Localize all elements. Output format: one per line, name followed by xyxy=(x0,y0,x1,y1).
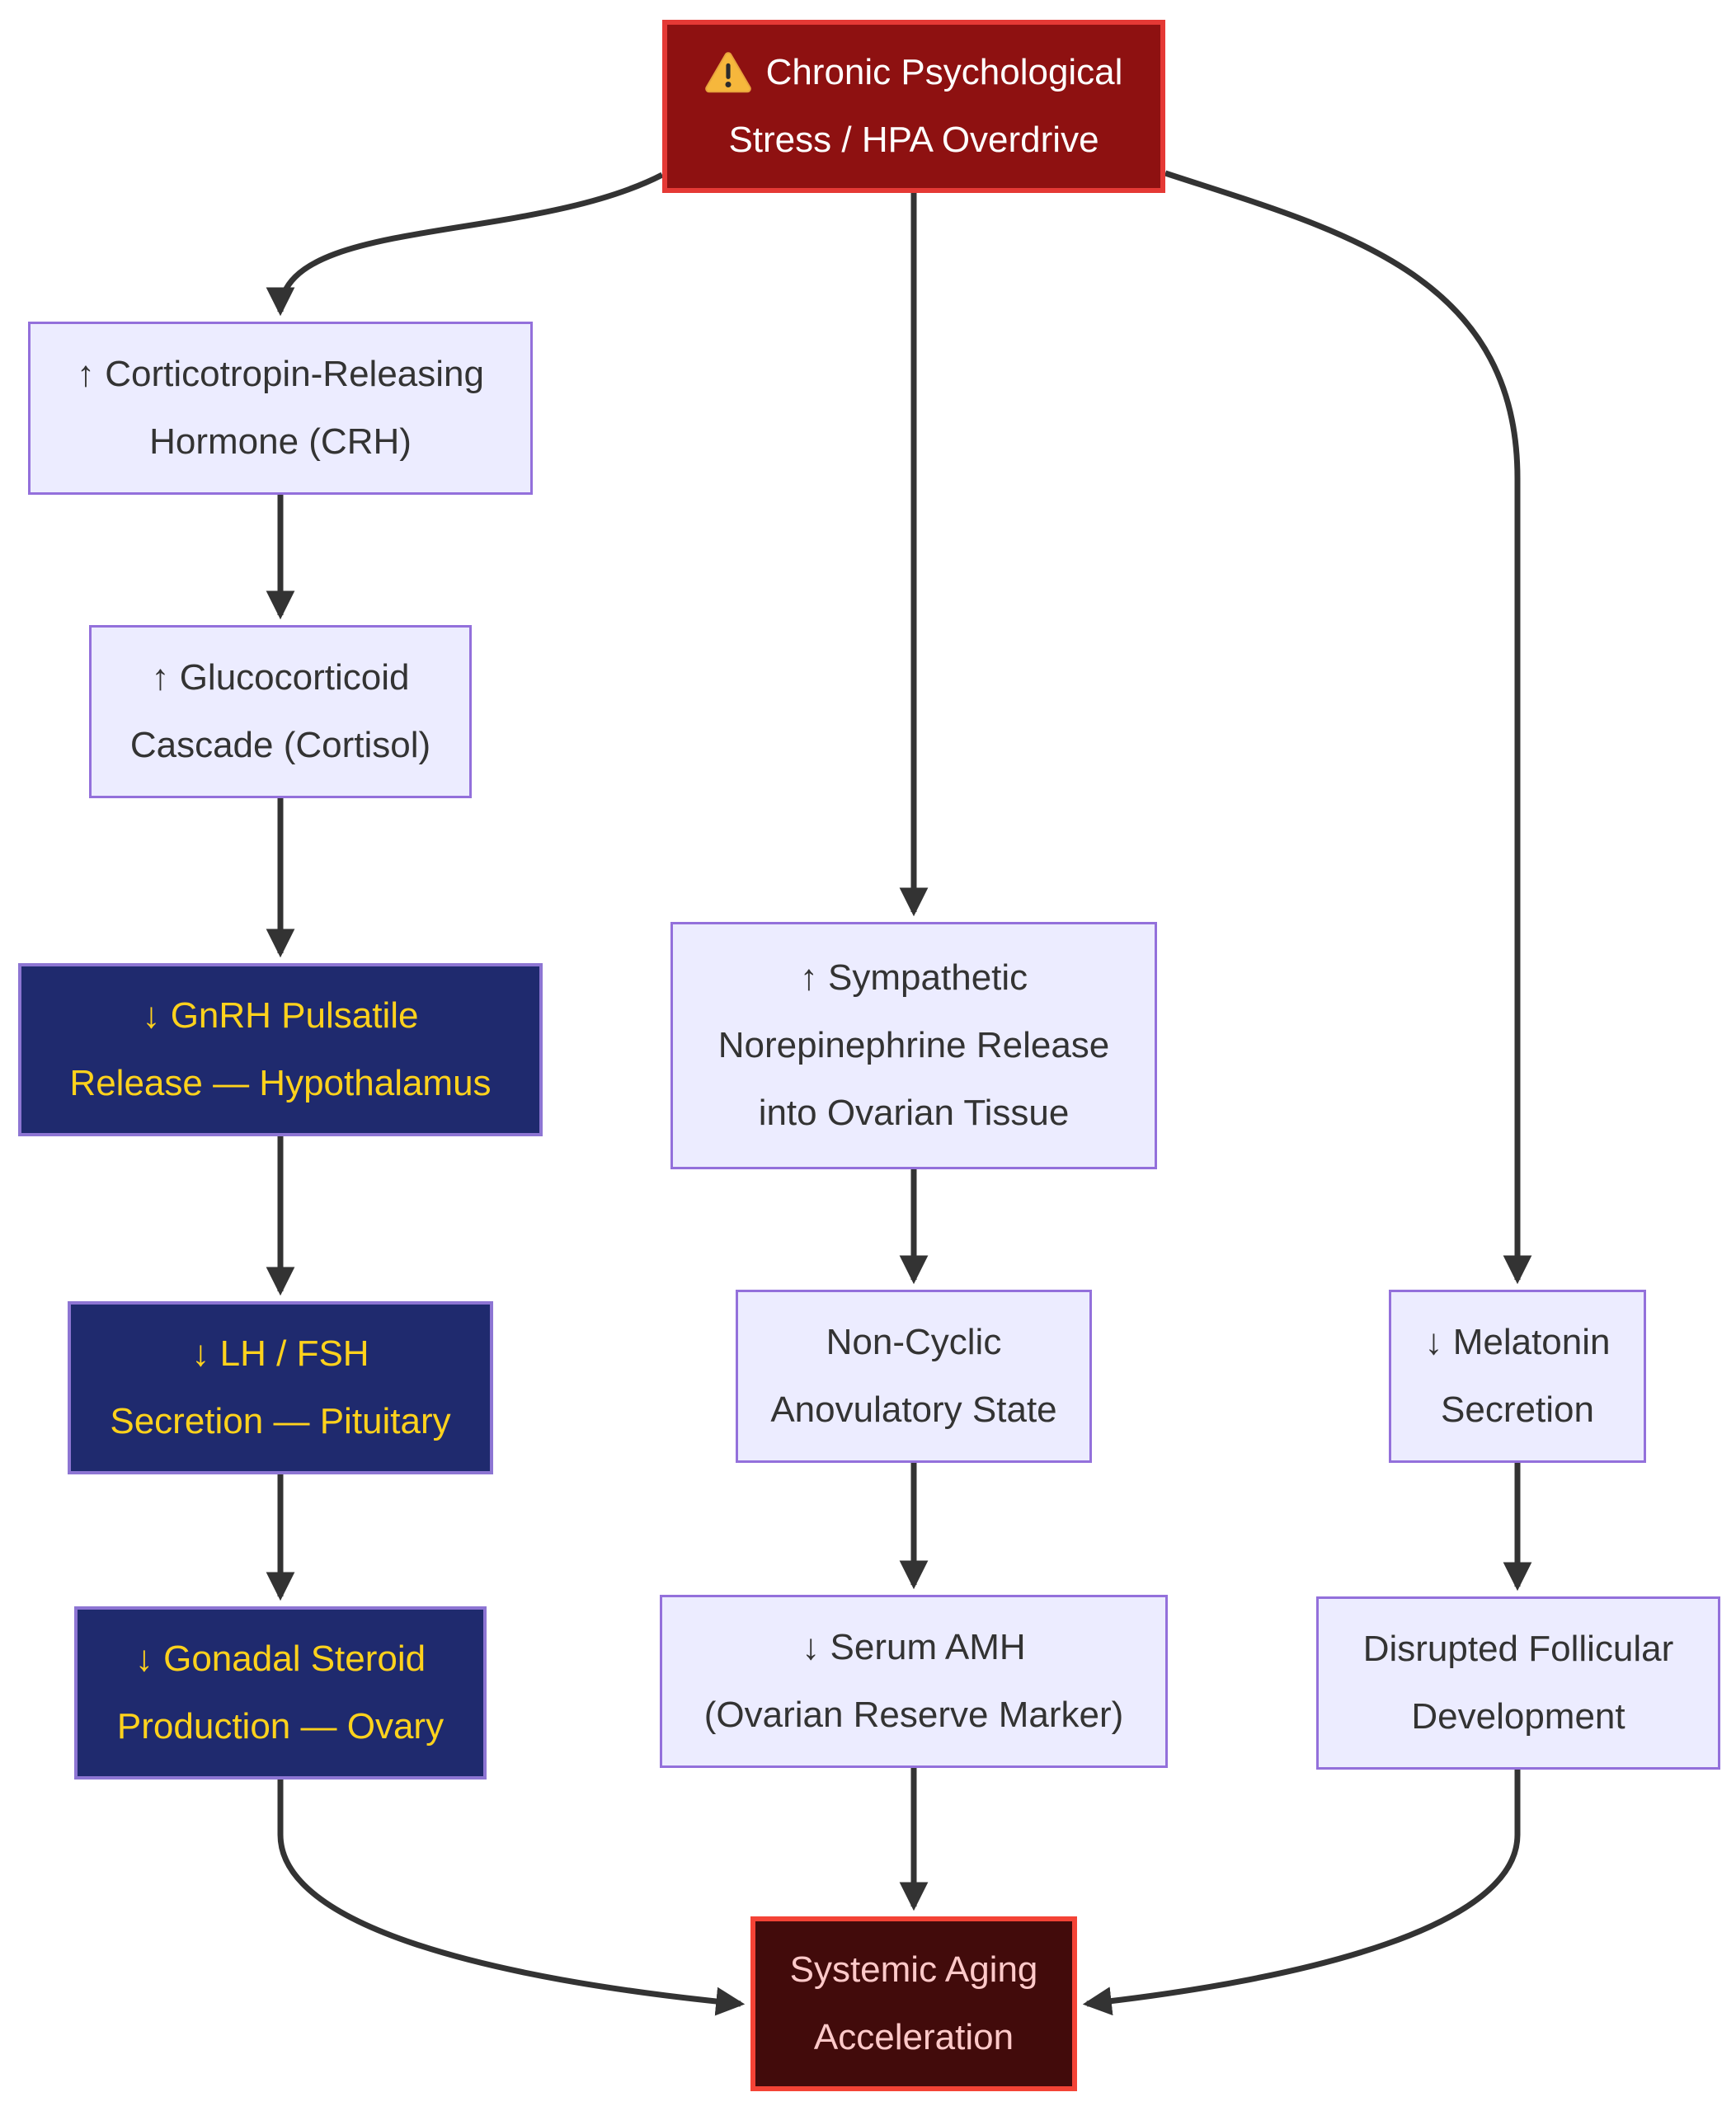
node-label: Non-Cyclic xyxy=(826,1322,1002,1362)
node-sympathetic: ↑ Sympathetic Norepinephrine Release int… xyxy=(670,922,1157,1169)
node-label: ↓ Gonadal Steroid xyxy=(134,1638,426,1679)
node-label: Disrupted Follicular xyxy=(1362,1629,1674,1669)
edge-stress-to-crh xyxy=(266,172,664,317)
node-label: Development xyxy=(1411,1696,1625,1737)
node-gonadal-steroid: ↓ Gonadal Steroid Production — Ovary xyxy=(74,1606,487,1780)
node-follicular: Disrupted Follicular Development xyxy=(1316,1596,1720,1770)
node-lh-fsh: ↓ LH / FSH Secretion — Pituitary xyxy=(68,1301,493,1474)
node-anovulatory: Non-Cyclic Anovulatory State xyxy=(736,1290,1092,1463)
node-label: Acceleration xyxy=(813,2017,1014,2057)
node-glucocorticoid: ↑ Glucocorticoid Cascade (Cortisol) xyxy=(89,625,472,798)
node-label: Norepinephrine Release xyxy=(717,1025,1110,1065)
warning-icon xyxy=(704,52,751,93)
node-label: ↑ Sympathetic xyxy=(799,957,1028,998)
node-melatonin: ↓ Melatonin Secretion xyxy=(1389,1290,1646,1463)
node-label: Hormone (CRH) xyxy=(149,421,412,462)
edge-stress-to-melatonin xyxy=(1164,170,1532,1285)
node-label: ↑ Corticotropin-Releasing xyxy=(77,354,484,394)
node-label: Anovulatory State xyxy=(770,1389,1057,1430)
node-systemic-aging: Systemic Aging Acceleration xyxy=(750,1916,1077,2091)
node-label: ↑ Glucocorticoid xyxy=(151,657,410,698)
node-label: Cascade (Cortisol) xyxy=(129,725,431,765)
node-serum-amh: ↓ Serum AMH (Ovarian Reserve Marker) xyxy=(660,1595,1168,1768)
node-label: ↓ Melatonin xyxy=(1424,1322,1611,1362)
node-label: Systemic Aging xyxy=(789,1949,1038,1990)
node-label: Production — Ovary xyxy=(116,1706,445,1747)
node-crh: ↑ Corticotropin-Releasing Hormone (CRH) xyxy=(28,322,533,495)
node-label: (Ovarian Reserve Marker) xyxy=(703,1695,1124,1735)
node-label: Stress / HPA Overdrive xyxy=(728,120,1099,160)
edge-gonadal-to-aging xyxy=(277,1780,746,2016)
edge-follicular-to-aging xyxy=(1082,1770,1521,2016)
node-label: Release — Hypothalamus xyxy=(69,1063,492,1103)
node-label: Secretion — Pituitary xyxy=(110,1401,451,1441)
node-label: into Ovarian Tissue xyxy=(758,1093,1070,1133)
node-chronic-stress: Chronic Psychological Stress / HPA Overd… xyxy=(662,20,1165,193)
node-label: ↓ Serum AMH xyxy=(802,1627,1026,1667)
node-chronic-stress-line-1: Chronic Psychological xyxy=(704,39,1123,106)
node-label: Secretion xyxy=(1441,1389,1594,1430)
node-label: ↓ LH / FSH xyxy=(191,1333,369,1374)
node-gnrh: ↓ GnRH Pulsatile Release — Hypothalamus xyxy=(18,963,543,1136)
node-label: Chronic Psychological xyxy=(765,52,1123,92)
node-label: ↓ GnRH Pulsatile xyxy=(142,995,419,1036)
